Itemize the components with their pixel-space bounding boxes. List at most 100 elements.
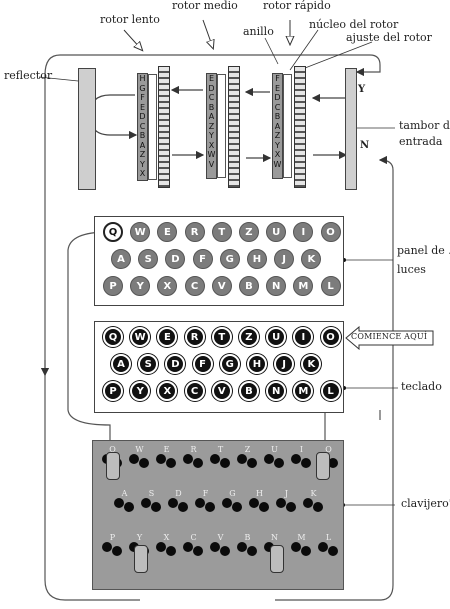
tambor-label-1: tambor de [399,119,450,132]
plug-connector-o[interactable] [316,452,330,480]
plug-socket[interactable]: F [192,489,219,515]
lamp-row-3: P Y X C V B N M L [103,276,348,296]
plug-socket[interactable]: I [288,445,315,471]
plug-label: C [190,533,197,542]
plug-label: I [299,445,304,454]
key-u[interactable]: U [266,327,287,347]
plug-row-2: A S D F G H J K [111,489,327,515]
lamp-r: R [184,222,205,242]
plug-label: Z [244,445,251,454]
plug-label: V [217,533,224,542]
plug-socket[interactable]: K [300,489,327,515]
key-i[interactable]: I [293,327,314,347]
plug-socket[interactable]: J [273,489,300,515]
rotor-letter: D [208,83,215,93]
plug-label: T [217,445,224,454]
fast-rotor-thumbwheel[interactable] [294,66,306,188]
plug-socket[interactable]: H [246,489,273,515]
key-y[interactable]: Y [130,381,151,401]
key-m[interactable]: M [293,381,314,401]
panel-label-1: panel de . [397,244,450,257]
rotor-letter: B [139,131,146,140]
lamp-q: Q [103,222,123,242]
key-x[interactable]: X [157,381,178,401]
rotor-letter: Z [139,150,146,159]
key-n[interactable]: N [266,381,287,401]
key-p[interactable]: P [103,381,123,401]
lamp-g: G [219,249,240,269]
plug-connector-n[interactable] [270,545,284,573]
plug-socket[interactable]: S [138,489,165,515]
key-a[interactable]: A [111,354,131,374]
entry-mark-y: Y [358,84,366,95]
rotor-letter: B [274,112,281,121]
plug-label: W [135,445,144,454]
key-t[interactable]: T [211,327,232,347]
rotor-letter: F [275,74,280,83]
rotor-letter: W [273,159,282,169]
plug-label: E [163,445,170,454]
plug-socket[interactable]: G [219,489,246,515]
slow-rotor-thumbwheel[interactable] [158,66,170,188]
plug-socket[interactable]: L [315,533,342,559]
key-row-1: Q W E R T Z U I O [103,327,348,347]
plug-socket[interactable]: U [261,445,288,471]
key-h[interactable]: H [246,354,267,374]
plug-socket[interactable]: V [207,533,234,559]
rotor-letter: D [274,93,281,102]
key-k[interactable]: K [301,354,322,374]
key-f[interactable]: F [192,354,213,374]
rotor-letter: C [274,102,281,112]
key-b[interactable]: B [238,381,259,401]
lamp-u: U [266,222,287,242]
key-j[interactable]: J [274,354,295,374]
key-v[interactable]: V [211,381,232,401]
plug-socket[interactable]: M [288,533,315,559]
key-w[interactable]: W [130,327,151,347]
plug-socket[interactable]: W [126,445,153,471]
rotor-letter: Z [208,121,215,131]
lamp-c: C [184,276,205,296]
key-s[interactable]: S [138,354,159,374]
plug-socket[interactable]: P [99,533,126,559]
plug-label: R [190,445,197,454]
rotor-letter: Y [275,140,280,150]
rotor-letter: B [208,102,215,112]
rotor-letter: V [208,159,215,169]
plug-socket[interactable]: X [153,533,180,559]
plug-socket[interactable]: A [111,489,138,515]
entry-drum [345,68,357,190]
plug-socket[interactable]: C [180,533,207,559]
key-e[interactable]: E [157,327,178,347]
key-q[interactable]: Q [103,327,123,347]
plug-socket[interactable]: B [234,533,261,559]
start-here-label: COMIENCE AQUÍ [351,332,428,341]
plug-connector-q[interactable] [106,452,120,480]
key-r[interactable]: R [184,327,205,347]
key-z[interactable]: Z [238,327,259,347]
fast-rotor-core: F E D C B A Z Y X W [272,73,283,179]
plug-connector-y[interactable] [134,545,148,573]
lamp-p: P [103,276,123,296]
plug-socket[interactable]: D [165,489,192,515]
plug-socket[interactable]: R [180,445,207,471]
plug-label: K [310,489,317,498]
plug-label: X [163,533,170,542]
key-g[interactable]: G [219,354,240,374]
plug-socket[interactable]: Z [234,445,261,471]
plug-socket[interactable]: E [153,445,180,471]
rotor-letter: W [207,150,216,159]
plug-label: F [202,489,209,498]
key-o[interactable]: O [320,327,341,347]
plug-socket[interactable]: T [207,445,234,471]
middle-rotor-thumbwheel[interactable] [228,66,240,188]
middle-rotor-core: E D C B A Z Y X W V [206,73,217,179]
key-l[interactable]: L [320,381,341,401]
entry-mark-n: N [360,140,370,151]
key-c[interactable]: C [184,381,205,401]
lamp-row-2: A S D F G H J K [111,249,329,269]
rotor-letter: E [208,74,215,83]
lamp-d: D [165,249,186,269]
lamp-f: F [192,249,213,269]
key-d[interactable]: D [165,354,186,374]
